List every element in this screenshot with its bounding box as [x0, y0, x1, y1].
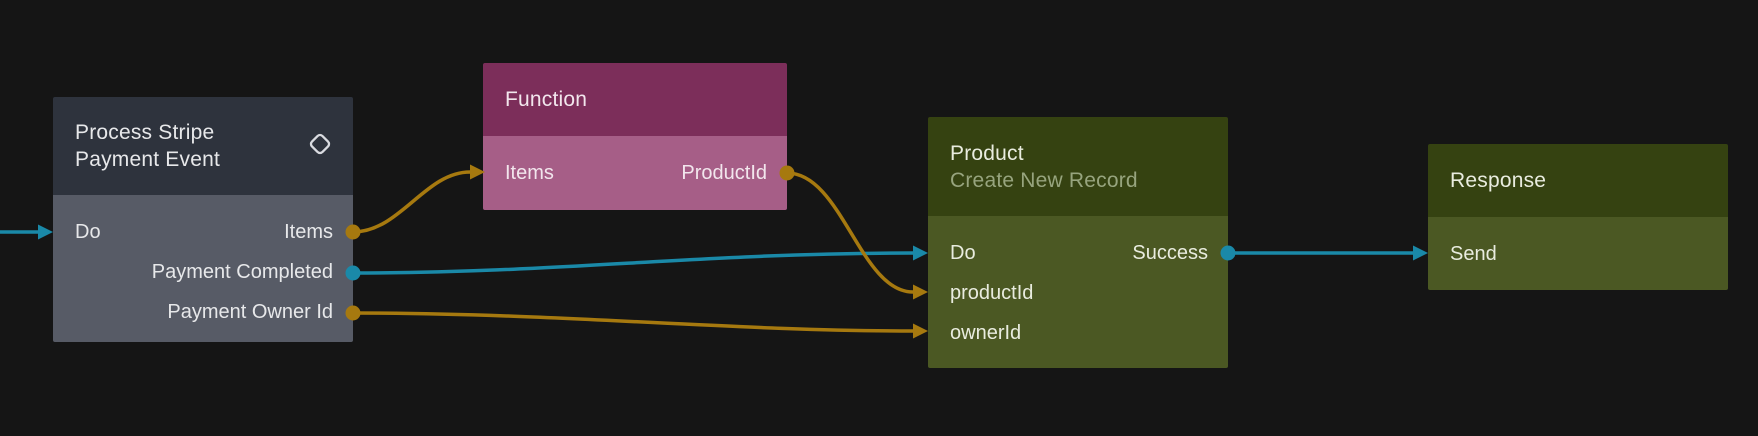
- node-row: Payment Completed: [53, 252, 353, 292]
- node-response[interactable]: Response Send: [1428, 144, 1728, 290]
- edge-payment-owner-id-to-ownerid[interactable]: [352, 311, 914, 333]
- node-row: Items ProductId: [483, 153, 787, 193]
- edge-productid-to-product-productid[interactable]: [786, 171, 914, 294]
- node-title: Process Stripe Payment Event: [75, 121, 221, 171]
- node-row: Payment Owner Id: [53, 292, 353, 332]
- output-label: ProductId: [681, 161, 767, 184]
- output-label: Payment Owner Id: [167, 300, 333, 323]
- input-label: ownerId: [950, 321, 1022, 344]
- node-header: Process Stripe Payment Event: [53, 97, 353, 195]
- node-header: Product Create New Record: [928, 117, 1228, 216]
- node-row: Send: [1428, 234, 1728, 274]
- node-row: productId: [928, 273, 1228, 313]
- output-label: Payment Completed: [151, 260, 333, 283]
- node-title: Product: [950, 141, 1024, 165]
- node-product-create-new-record[interactable]: Product Create New Record Do Success pro…: [928, 117, 1228, 368]
- output-label: Success: [1132, 241, 1208, 264]
- arrowhead-icon: [38, 224, 53, 240]
- node-process-stripe-payment-event[interactable]: Process Stripe Payment Event Do Items Pa…: [53, 97, 353, 342]
- node-body: Send: [1428, 217, 1728, 290]
- arrowhead-icon: [913, 245, 928, 261]
- node-subtitle: Create New Record: [950, 168, 1138, 192]
- output-label: Items: [284, 220, 333, 243]
- node-body: Do Success productId ownerId: [928, 216, 1228, 368]
- input-label: Do: [75, 220, 101, 243]
- arrowhead-icon: [913, 323, 928, 339]
- input-label: Do: [950, 241, 976, 264]
- node-title: Function: [505, 88, 588, 111]
- input-label: Items: [505, 161, 554, 184]
- edge-payment-completed-to-product-do[interactable]: [352, 251, 914, 275]
- input-label: productId: [950, 281, 1034, 304]
- node-row: ownerId: [928, 313, 1228, 353]
- arrowhead-icon: [1413, 245, 1428, 261]
- node-header: Response: [1428, 144, 1728, 217]
- node-row: Do Success: [928, 233, 1228, 273]
- node-body: Items ProductId: [483, 136, 787, 210]
- node-header: Function: [483, 63, 787, 136]
- edge-items-to-function-items[interactable]: [352, 170, 471, 234]
- diamond-icon: [307, 131, 333, 162]
- node-title: Response: [1450, 169, 1547, 192]
- node-body: Do Items Payment Completed Payment Owner…: [53, 195, 353, 342]
- input-label: Send: [1450, 242, 1497, 265]
- node-function[interactable]: Function Items ProductId: [483, 63, 787, 210]
- arrowhead-icon: [913, 284, 928, 300]
- node-row: Do Items: [53, 212, 353, 252]
